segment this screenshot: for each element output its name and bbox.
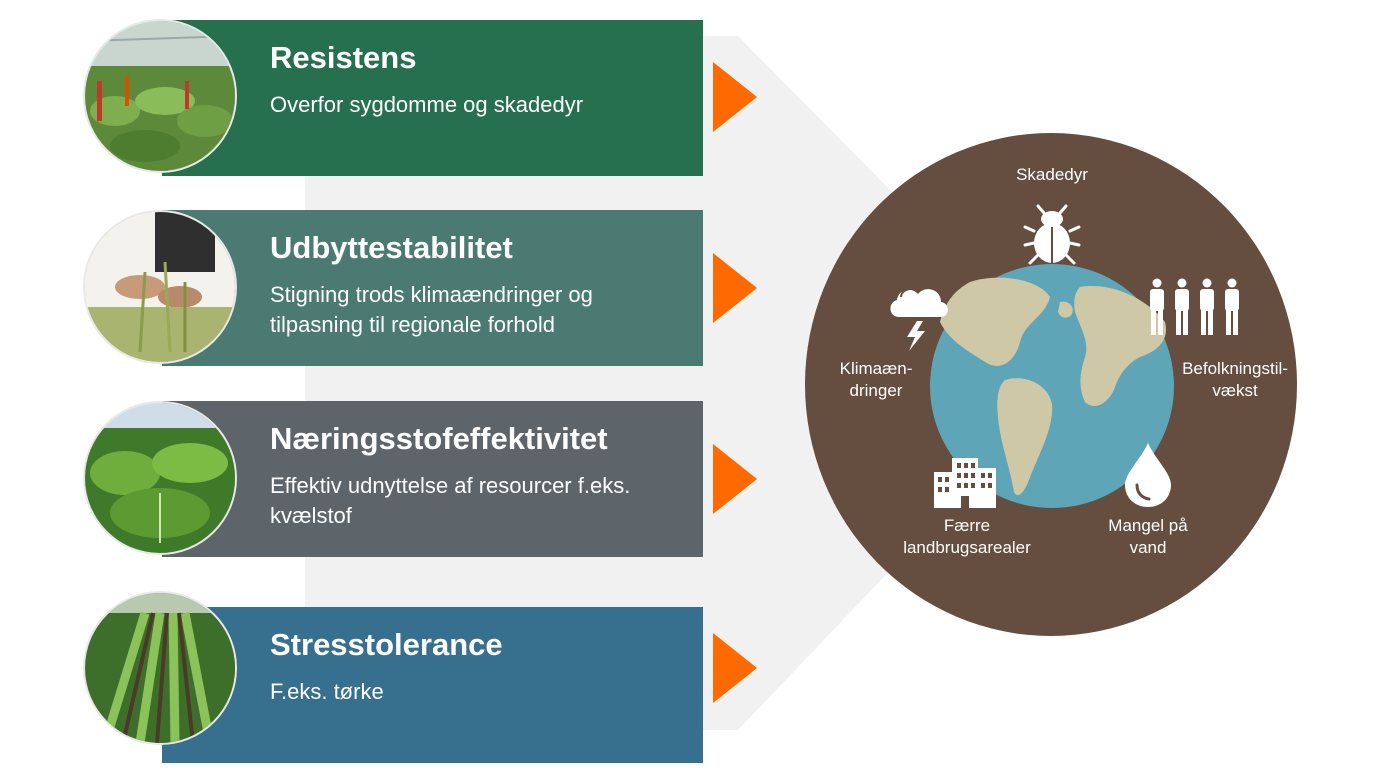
arrow-right-icon — [713, 62, 757, 132]
people-icon — [1150, 278, 1239, 335]
photo-leafy-crop — [83, 401, 237, 555]
globe-icon — [930, 264, 1174, 508]
label-faerre-landbrugsarealer: Færre landbrugsarealer — [903, 516, 1031, 557]
card-title: Næringsstofeffektivitet — [270, 421, 608, 456]
storm-cloud-icon — [890, 288, 948, 351]
photo-hands-wheat — [83, 210, 237, 364]
card-title: Stresstolerance — [270, 627, 503, 662]
building-icon — [934, 458, 996, 508]
arrow-right-icon — [713, 633, 757, 703]
card-stresstolerance: Stresstolerance F.eks. tørke — [162, 607, 703, 763]
card-description: F.eks. tørke — [270, 679, 384, 704]
photo-plants-greenhouse — [83, 19, 237, 173]
arrow-right-icon — [713, 444, 757, 514]
arrow-right-icon — [713, 253, 757, 323]
card-title: Udbyttestabilitet — [270, 230, 513, 265]
card-description: Stigning trods klimaændringer og tilpasn… — [270, 282, 593, 337]
label-mangel-paa-vand: Mangel på vand — [1108, 516, 1188, 557]
card-description: Effektiv udnyttelse af resourcer f.eks. … — [270, 473, 631, 528]
label-befolkningstilvaekst: Befolkningstil- vækst — [1182, 359, 1288, 400]
card-resistens: Resistens Overfor sygdomme og skadedyr — [162, 20, 703, 176]
card-description: Overfor sygdomme og skadedyr — [270, 92, 584, 117]
card-title: Resistens — [270, 40, 417, 75]
card-udbyttestabilitet: Udbyttestabilitet Stigning trods klimaæn… — [162, 210, 703, 366]
label-klimaaendringer: Klimaæn- dringer — [839, 359, 913, 400]
label-skadedyr: Skadedyr — [1016, 165, 1088, 184]
photo-crop-rows — [83, 591, 237, 745]
card-naeringsstofeffektivitet: Næringsstofeffektivitet Effektiv udnytte… — [162, 401, 703, 557]
water-drop-icon — [1125, 443, 1171, 507]
bug-icon — [1023, 204, 1081, 265]
